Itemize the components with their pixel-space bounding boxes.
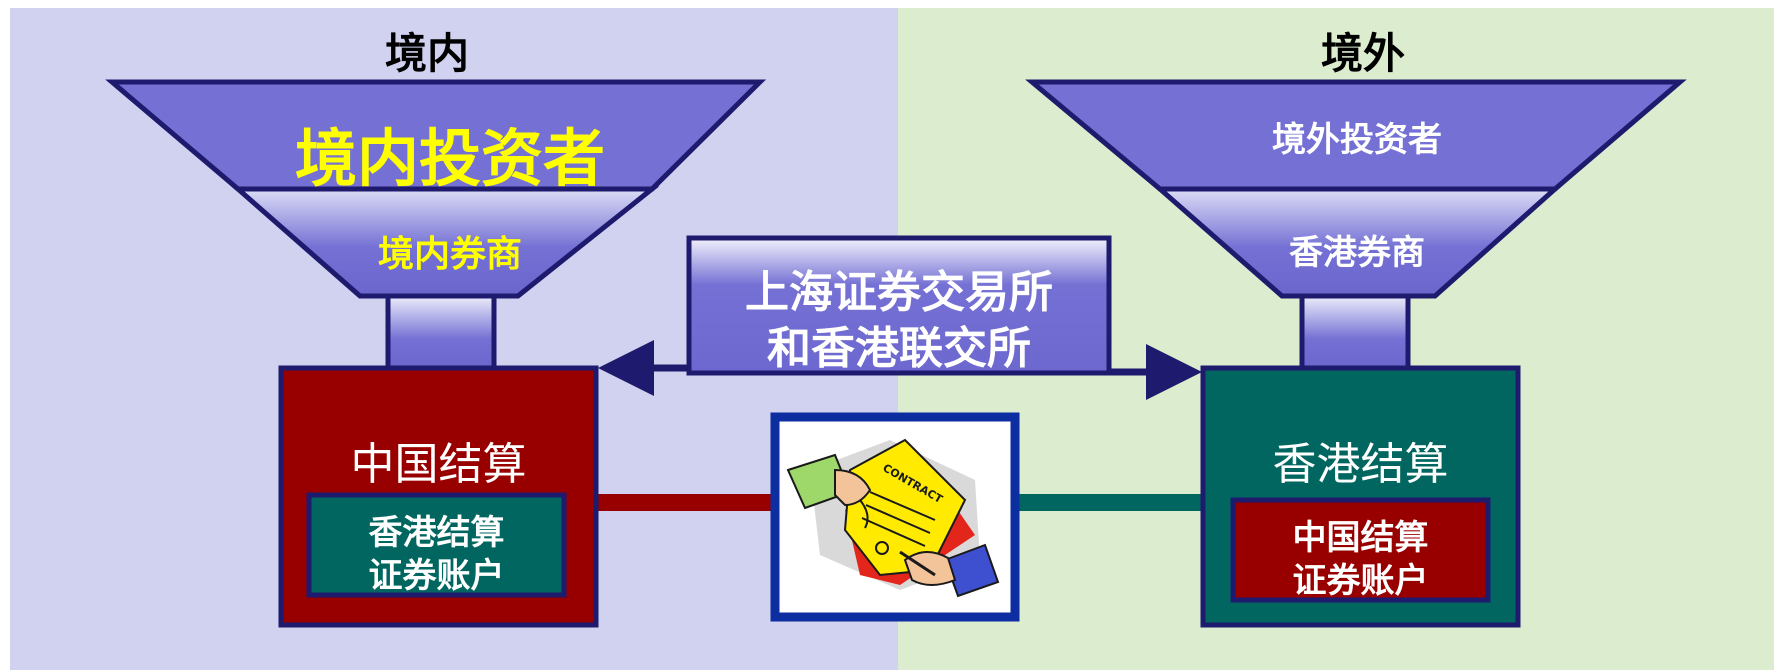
domestic-funnel-stem (385, 293, 497, 371)
domestic-connector-bar (596, 494, 776, 511)
domestic-investor-label: 境内投资者 (294, 122, 605, 195)
domestic-title: 境内 (384, 29, 469, 78)
domestic-broker-band (231, 186, 660, 299)
overseas-broker-band (1153, 186, 1562, 299)
overseas-title: 境外 (1320, 29, 1405, 78)
overseas-funnel-stem (1299, 293, 1411, 371)
exchange-box (686, 235, 1112, 376)
overseas-funnel (1025, 79, 1687, 371)
domestic-funnel (105, 79, 767, 371)
china-clearing-account-line2: 证券账户 (1292, 561, 1429, 601)
hk-clearing-account-line2: 证券账户 (368, 556, 505, 596)
exchange-label-line1: 上海证券交易所 (745, 267, 1053, 318)
china-clearing-account-box (1230, 497, 1491, 603)
hk-clearing-account-box (306, 492, 567, 598)
overseas-broker-label: 香港券商 (1289, 233, 1425, 273)
contract-image: CONTRACT (770, 412, 1020, 622)
hk-clearing-label: 香港结算 (1272, 439, 1449, 490)
exchange-label-line2: 和香港联交所 (767, 323, 1031, 374)
overseas-investor-label: 境外投资者 (1272, 120, 1442, 160)
hk-clearing-account-line1: 香港结算 (368, 513, 505, 553)
china-clearing-label: 中国结算 (350, 439, 527, 490)
overseas-connector-bar (1016, 494, 1206, 511)
china-clearing-account-line1: 中国结算 (1292, 518, 1429, 558)
domestic-broker-label: 境内券商 (377, 233, 522, 275)
